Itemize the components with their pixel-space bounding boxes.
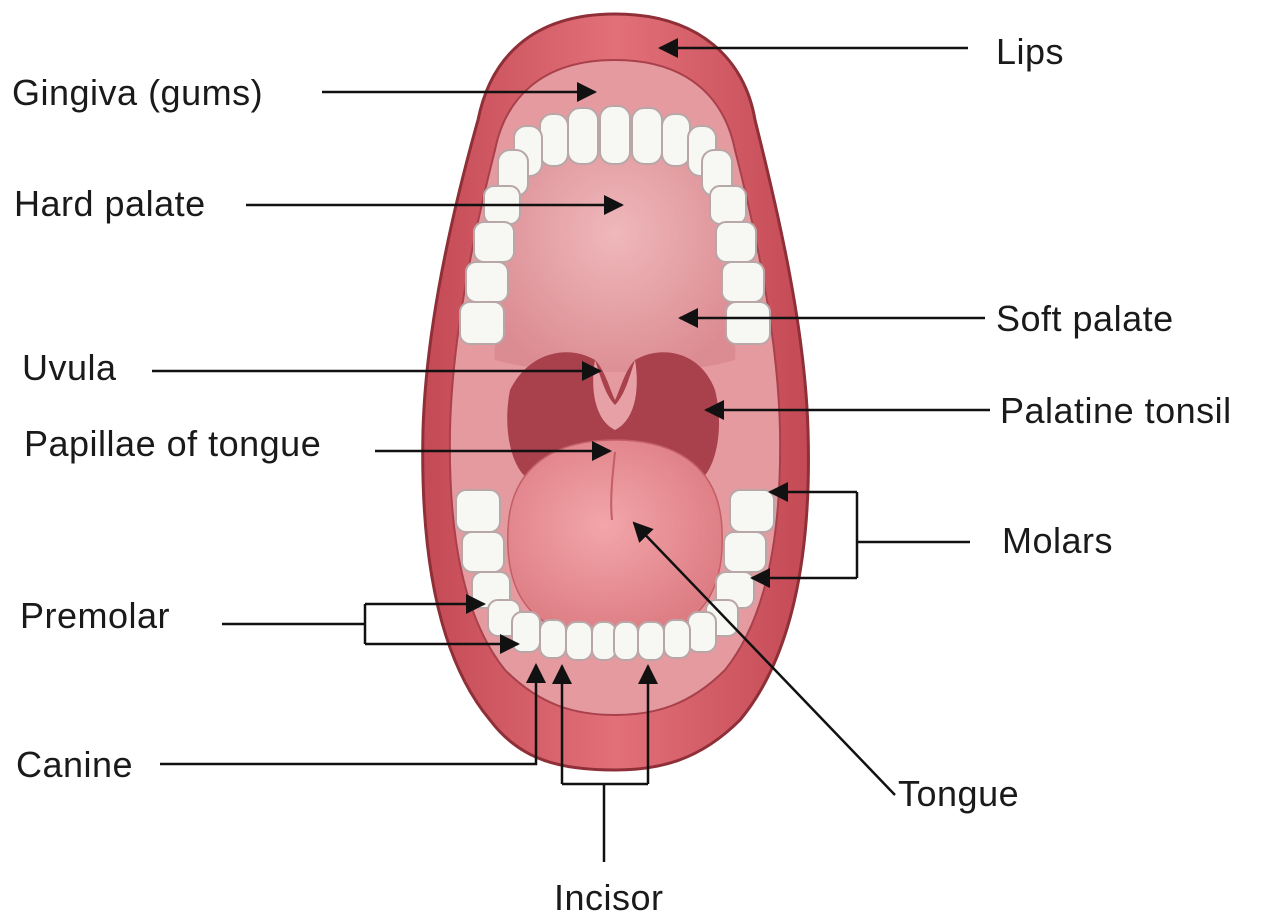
label-tongue: Tongue (898, 776, 1019, 812)
label-palatine-tonsil: Palatine tonsil (1000, 393, 1232, 429)
label-gingiva: Gingiva (gums) (12, 75, 263, 111)
label-molars: Molars (1002, 523, 1113, 559)
label-uvula: Uvula (22, 350, 117, 386)
label-incisor: Incisor (554, 880, 664, 916)
label-canine: Canine (16, 747, 133, 783)
label-lips: Lips (996, 34, 1064, 70)
label-soft-palate: Soft palate (996, 301, 1174, 337)
label-hard-palate: Hard palate (14, 186, 206, 222)
label-papillae: Papillae of tongue (24, 426, 321, 462)
tongue-shape (508, 440, 722, 630)
label-premolar: Premolar (20, 598, 170, 634)
